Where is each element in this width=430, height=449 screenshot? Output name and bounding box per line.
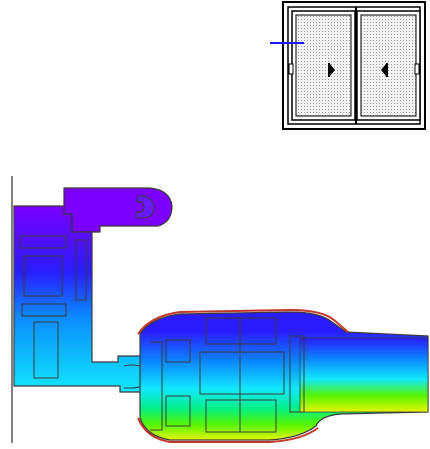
hook-cavity <box>135 195 155 219</box>
window-icon <box>270 1 426 130</box>
sash-outline <box>137 308 349 335</box>
glazing-unit <box>299 337 429 413</box>
left-profile-chambers <box>19 235 149 389</box>
window-glass-right <box>360 14 417 117</box>
right-sash-handle-icon <box>381 63 388 77</box>
left-sash-handle-icon <box>328 63 335 77</box>
left-jamb-notch <box>288 63 294 75</box>
right-jamb-notch <box>414 63 420 75</box>
sash-profile-chambers <box>150 317 305 433</box>
frame-profile-left <box>13 205 161 393</box>
thermal-section <box>11 176 429 443</box>
window-glass-left <box>295 14 352 117</box>
sash-outline-bottom <box>137 417 319 443</box>
frame-top-hook <box>63 187 173 233</box>
